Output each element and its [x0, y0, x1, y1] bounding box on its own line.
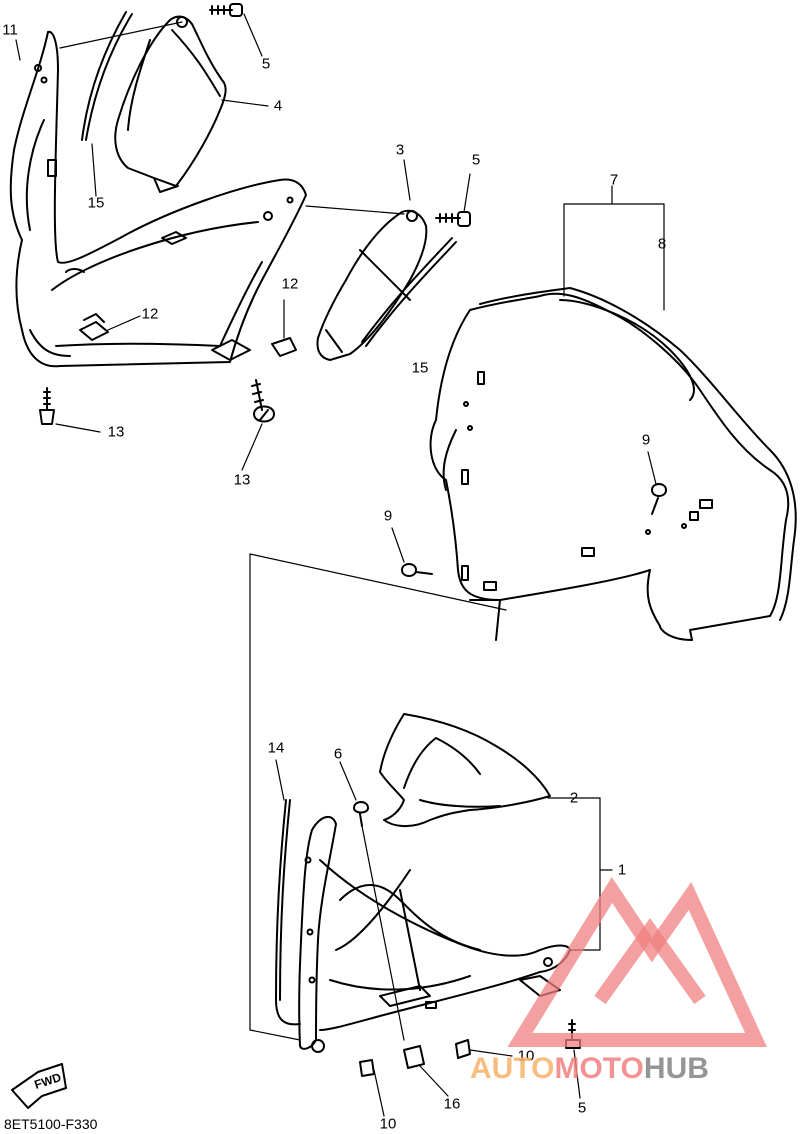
- callout-9: 9: [641, 431, 651, 449]
- watermark-logo: AUTOMOTOHUB: [470, 1052, 709, 1086]
- callout-1: 1: [617, 861, 627, 879]
- callout-2: 2: [569, 789, 579, 807]
- clip-nut: [403, 1045, 425, 1069]
- callout-12: 12: [281, 275, 299, 293]
- callout-9: 9: [383, 507, 393, 525]
- callout-13: 13: [233, 471, 251, 489]
- screw: [353, 801, 369, 827]
- callout-16: 16: [443, 1095, 461, 1113]
- callout-12: 12: [141, 305, 159, 323]
- bolt: [209, 3, 243, 17]
- callout-10: 10: [379, 1115, 397, 1133]
- callout-4: 4: [273, 97, 283, 115]
- screen-screw: [401, 483, 667, 577]
- callout-3: 3: [395, 141, 405, 159]
- bolt: [435, 211, 471, 227]
- callout-14: 14: [267, 739, 285, 757]
- screw: [39, 379, 275, 425]
- trim-strip-lower: [275, 799, 301, 1026]
- callout-6: 6: [333, 745, 343, 763]
- clip-nut: [79, 313, 297, 357]
- callout-15: 15: [87, 194, 105, 212]
- callout-5: 5: [261, 55, 271, 73]
- callout-10: 10: [517, 1047, 535, 1065]
- side-cowl-part: [9, 30, 307, 368]
- watermark-logo-icon: [507, 877, 767, 1047]
- trim-strip-right: [361, 237, 457, 347]
- callout-7: 7: [609, 171, 619, 189]
- forward-arrow-icon: [11, 1063, 67, 1109]
- watermark-auto: AUTO: [470, 1052, 555, 1085]
- drawing-code: 8ET5100-F330: [4, 1116, 98, 1132]
- callout-5: 5: [577, 1099, 587, 1117]
- watermark-hub: HUB: [643, 1052, 709, 1085]
- callout-15: 15: [411, 359, 429, 377]
- callout-8: 8: [657, 235, 667, 253]
- upper-cowl-cover: [379, 713, 551, 827]
- watermark-moto: MOTO: [554, 1052, 644, 1085]
- callout-13: 13: [107, 423, 125, 441]
- trim-strip-left: [81, 11, 133, 141]
- leader-lines: [15, 13, 665, 1117]
- grommet: [359, 1039, 471, 1077]
- inner-panel-right: [316, 209, 428, 361]
- inner-panel-left: [114, 15, 227, 193]
- windscreen: [429, 287, 797, 641]
- callout-5: 5: [471, 151, 481, 169]
- callout-11: 11: [2, 21, 18, 39]
